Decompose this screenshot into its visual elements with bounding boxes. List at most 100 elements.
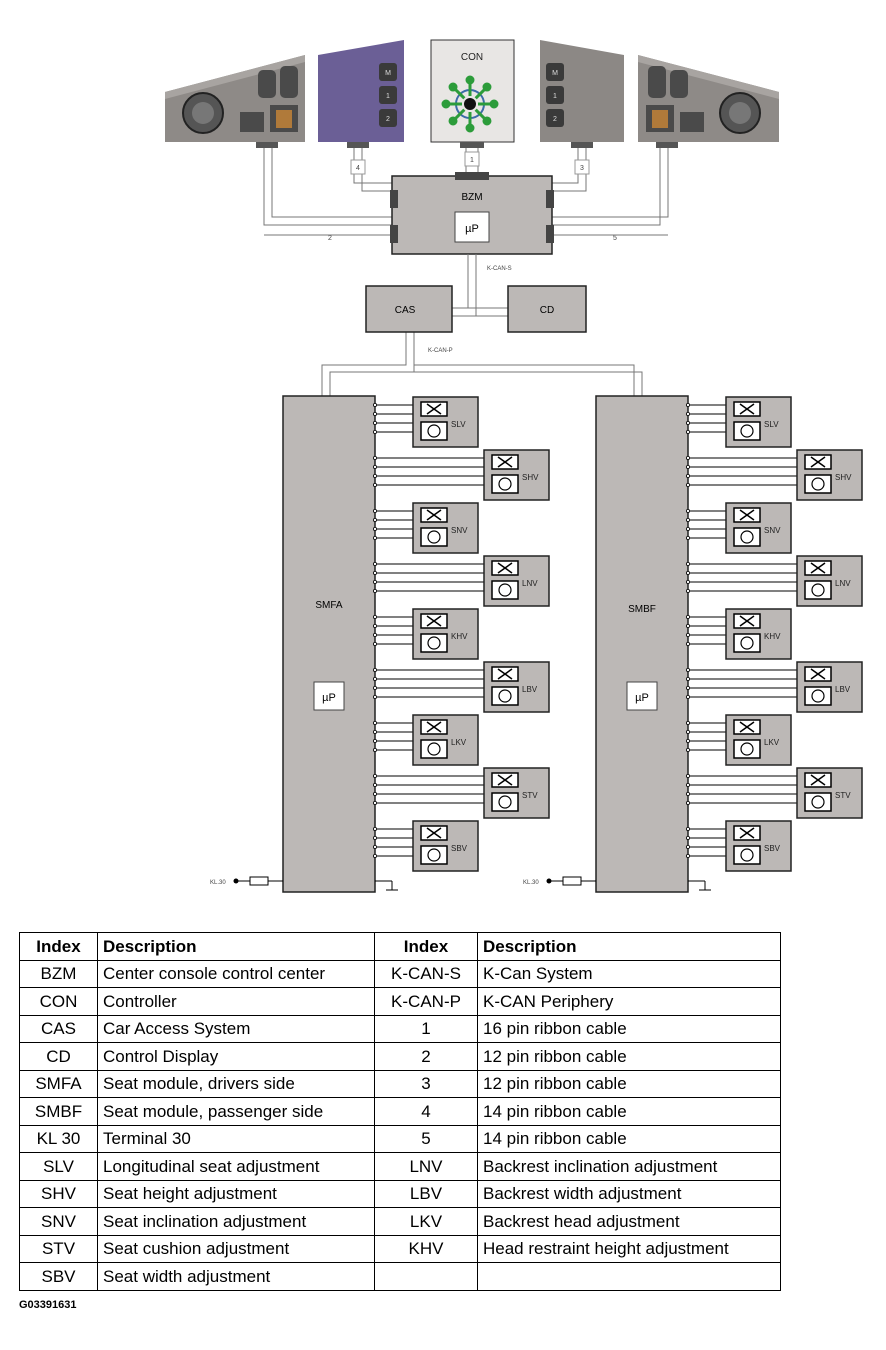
pin xyxy=(372,827,377,832)
pin xyxy=(372,536,377,541)
controller-panel: CON xyxy=(430,39,515,148)
bzm-up-label: µP xyxy=(465,223,479,235)
pin xyxy=(372,845,377,850)
smbf-module: SMBF µP xyxy=(595,395,689,893)
pin xyxy=(372,774,377,779)
pin xyxy=(372,580,377,585)
motor-icon xyxy=(811,795,825,809)
pin xyxy=(686,411,691,416)
cable-label-5: 5 xyxy=(613,235,617,242)
motor-group-lbv: LBV xyxy=(686,661,863,713)
pin xyxy=(372,562,377,567)
legend-description-cell: 12 pin ribbon cable xyxy=(477,1042,781,1071)
legend-index-cell: BZM xyxy=(19,959,98,988)
memory-button xyxy=(546,86,564,104)
legend-header-description: Description xyxy=(477,932,781,961)
motor-group-snv: SNV xyxy=(372,502,479,554)
pin xyxy=(686,473,691,478)
pin xyxy=(686,730,691,735)
pin xyxy=(686,836,691,841)
pin xyxy=(686,677,691,682)
pin xyxy=(686,562,691,567)
motor-icon xyxy=(498,477,512,491)
motor-group-shv: SHV xyxy=(372,449,550,501)
pin xyxy=(686,402,691,407)
motor-label: SLV xyxy=(451,420,466,429)
legend-description-cell: Controller xyxy=(97,987,375,1016)
motor-group-slv: SLV xyxy=(372,396,479,448)
pin xyxy=(686,721,691,726)
pin xyxy=(686,668,691,673)
smfa-label: SMFA xyxy=(315,600,343,611)
motor-icon xyxy=(740,848,754,862)
arrow-head xyxy=(448,116,458,126)
legend-index-cell: CD xyxy=(19,1042,98,1071)
motor-group-lkv: LKV xyxy=(686,714,792,766)
pin xyxy=(372,668,377,673)
motor-group-lkv: LKV xyxy=(372,714,479,766)
legend-index-cell: STV xyxy=(19,1234,98,1263)
cas-label: CAS xyxy=(395,305,416,316)
pin xyxy=(686,633,691,638)
con-label: CON xyxy=(461,52,483,63)
smbf-up-label: µP xyxy=(635,692,649,704)
pin xyxy=(686,455,691,460)
pin xyxy=(686,420,691,425)
bzm-label: BZM xyxy=(461,192,482,203)
pin xyxy=(686,571,691,576)
pin xyxy=(686,854,691,859)
arrow-head xyxy=(448,82,458,92)
motor-groups: SLVSHVSNVLNVKHVLBVLKVSTVSBVSLVSHVSNVLNVK… xyxy=(372,396,863,872)
legend-description-cell: K-Can System xyxy=(477,959,781,988)
legend-header-index: Index xyxy=(374,932,478,961)
pin xyxy=(686,686,691,691)
legend-header-description: Description xyxy=(97,932,375,961)
wiring-diagram: M12 CON M12 4 1 3 2 5 xyxy=(165,39,863,893)
legend-index-cell: 5 xyxy=(374,1124,478,1153)
legend-index-cell: 3 xyxy=(374,1069,478,1098)
legend-description-cell: K-CAN Periphery xyxy=(477,987,781,1016)
pin xyxy=(372,642,377,647)
pin xyxy=(372,402,377,407)
pin xyxy=(686,429,691,434)
kl30-feed-left: KL.30 xyxy=(210,876,398,891)
motor-icon xyxy=(811,583,825,597)
memory-button xyxy=(546,63,564,81)
kcan-s-label: K-CAN-S xyxy=(487,266,512,272)
motor-label: LBV xyxy=(522,685,538,694)
pin xyxy=(372,792,377,797)
pin xyxy=(372,464,377,469)
legend-description-cell: Longitudinal seat adjustment xyxy=(97,1152,375,1181)
motor-icon xyxy=(740,636,754,650)
motor-group-lnv: LNV xyxy=(372,555,550,607)
cd-label: CD xyxy=(540,305,554,316)
legend-description-cell: Terminal 30 xyxy=(97,1124,375,1153)
cable-label-2: 2 xyxy=(328,235,332,242)
pin xyxy=(686,783,691,788)
pin xyxy=(686,739,691,744)
legend-index-cell: SHV xyxy=(19,1179,98,1208)
motor-icon xyxy=(740,424,754,438)
pin xyxy=(372,854,377,859)
motor-label: SBV xyxy=(764,844,781,853)
pin xyxy=(686,748,691,753)
pin xyxy=(686,536,691,541)
pin xyxy=(372,482,377,487)
arrow-head xyxy=(465,123,475,133)
kcan-s-bus xyxy=(452,254,508,317)
legend-index-cell: SLV xyxy=(19,1152,98,1181)
motor-group-lnv: LNV xyxy=(686,555,863,607)
motor-icon xyxy=(740,742,754,756)
pin xyxy=(372,615,377,620)
memory-button xyxy=(379,63,397,81)
pin xyxy=(686,801,691,806)
motor-icon xyxy=(498,795,512,809)
pin xyxy=(686,845,691,850)
